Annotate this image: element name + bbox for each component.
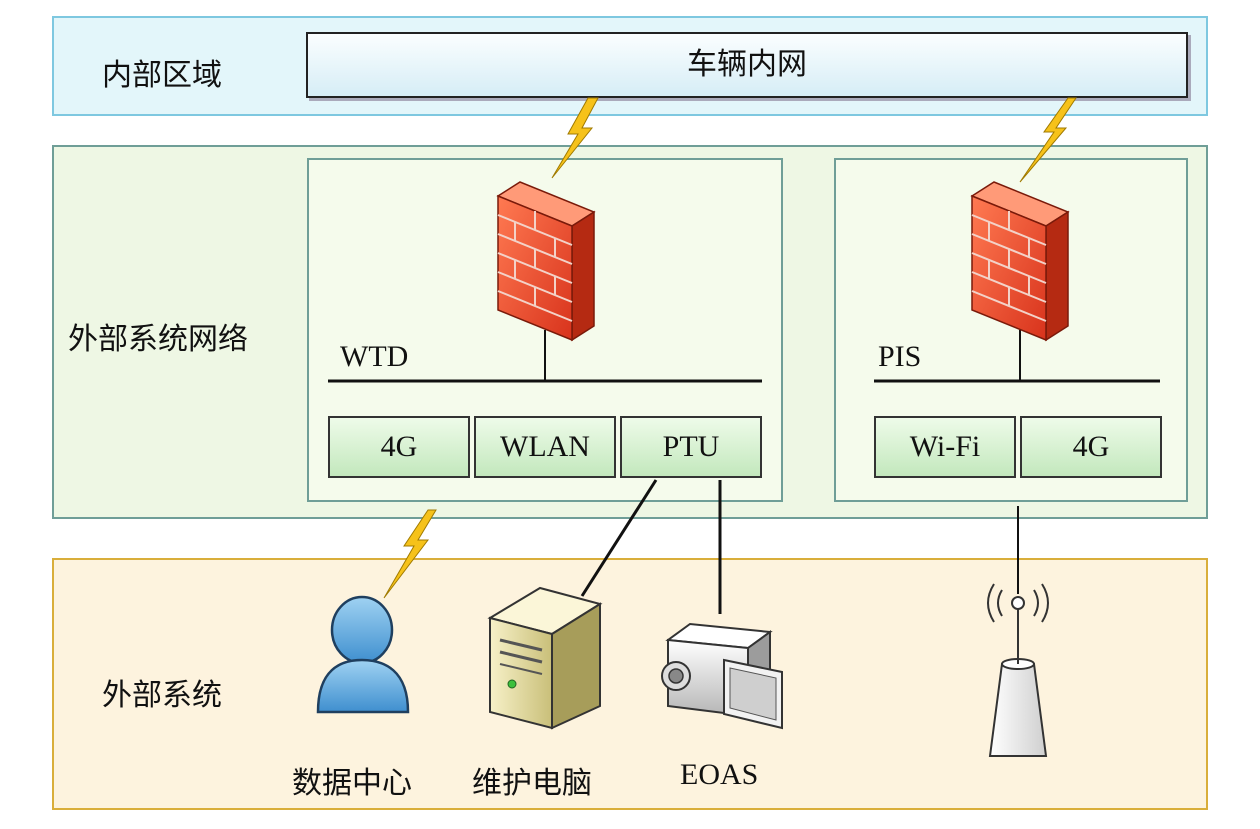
device-label-data-center: 数据中心 xyxy=(292,767,412,800)
external-network-label: 外部系统网络 xyxy=(68,323,248,356)
wtd-module-ptu: PTU xyxy=(620,416,762,478)
device-label-maintenance-pc: 维护电脑 xyxy=(472,767,592,800)
firewall-icon xyxy=(496,181,596,342)
pis-module-4g: 4G xyxy=(1020,416,1162,478)
wtd-module-4g: 4G xyxy=(328,416,470,478)
vehicle-network-label: 车辆内网 xyxy=(687,48,807,81)
pis-module-wifi-label: Wi-Fi xyxy=(909,430,981,463)
pis-module-wifi: Wi-Fi xyxy=(874,416,1016,478)
server-icon xyxy=(487,586,603,730)
pis-label: PIS xyxy=(878,340,922,373)
user-icon xyxy=(316,595,410,714)
internal-zone-label: 内部区域 xyxy=(102,59,222,92)
vehicle-network-bar: 车辆内网 xyxy=(306,32,1188,98)
lightning-icon xyxy=(383,509,437,599)
wtd-module-4g-label: 4G xyxy=(380,430,418,463)
lightning-icon xyxy=(551,97,599,179)
video-camera-icon xyxy=(661,622,783,730)
firewall-icon xyxy=(970,181,1070,342)
wtd-module-wlan: WLAN xyxy=(474,416,616,478)
wtd-module-ptu-label: PTU xyxy=(662,430,720,463)
wtd-module-wlan-label: WLAN xyxy=(500,430,590,463)
external-systems-label: 外部系统 xyxy=(102,679,222,712)
pis-module-4g-label: 4G xyxy=(1072,430,1110,463)
ptu-to-pc-line xyxy=(580,479,658,597)
antenna-icon xyxy=(987,583,1049,757)
device-label-eoas: EOAS xyxy=(680,758,759,791)
lightning-icon xyxy=(1019,97,1077,183)
wtd-label: WTD xyxy=(340,340,409,373)
